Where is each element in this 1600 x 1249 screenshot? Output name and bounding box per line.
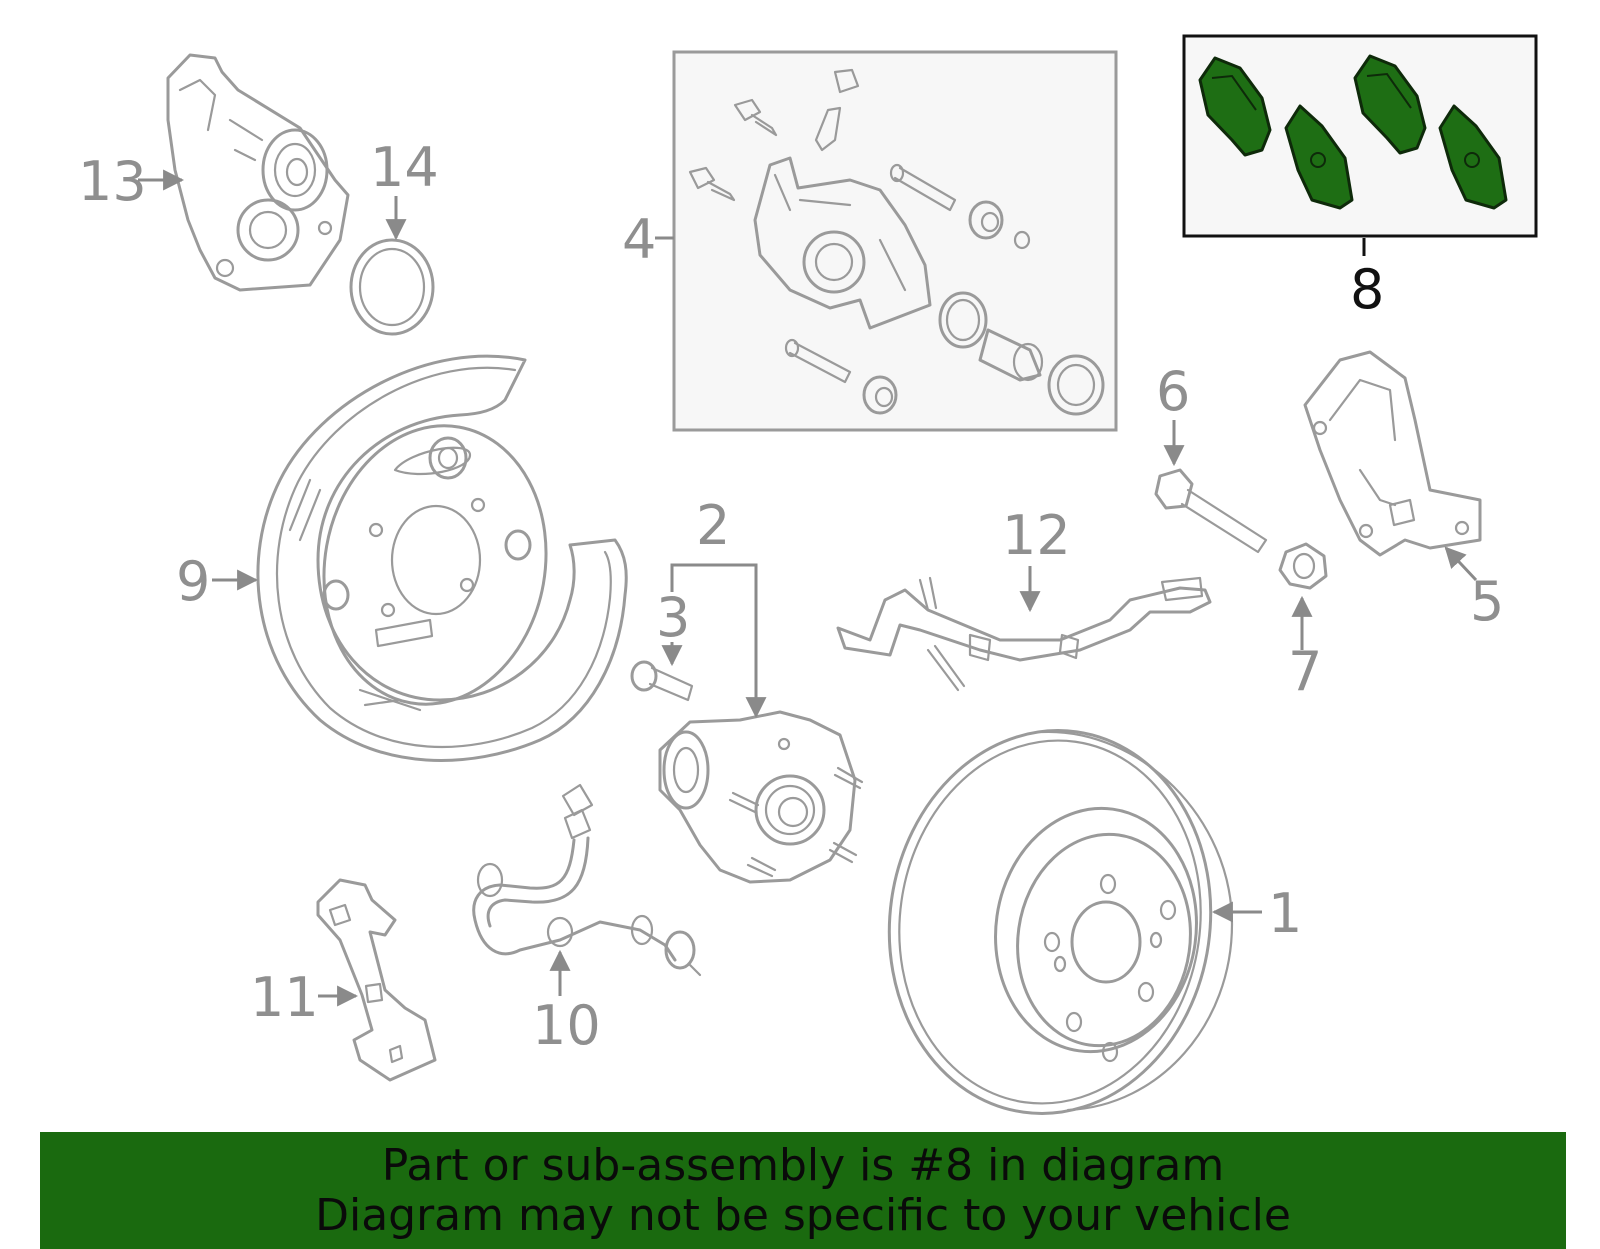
info-banner: Part or sub-assembly is #8 in diagram Di… <box>40 1132 1566 1249</box>
callout-10: 10 <box>532 994 601 1057</box>
callout-8: 8 <box>1350 258 1384 321</box>
callout-7: 7 <box>1288 640 1322 703</box>
banner-line-1: Part or sub-assembly is #8 in diagram <box>381 1139 1225 1191</box>
callout-12: 12 <box>1002 504 1071 567</box>
part-7-nut[interactable] <box>1278 542 1328 590</box>
callout-11: 11 <box>250 966 319 1029</box>
part-3-hub-bolt[interactable] <box>630 660 694 702</box>
part-13-actuator[interactable] <box>166 53 350 292</box>
callout-1: 1 <box>1268 882 1302 945</box>
part-14-seal[interactable] <box>349 238 435 336</box>
part-4-caliper[interactable] <box>688 68 1105 416</box>
callout-14: 14 <box>370 136 439 199</box>
part-10-abs-sensor[interactable] <box>472 783 702 977</box>
part-6-bolt[interactable] <box>1154 468 1268 554</box>
banner-line-2: Diagram may not be specific to your vehi… <box>315 1189 1291 1241</box>
leader-5 <box>1444 546 1478 582</box>
callout-2: 2 <box>696 494 730 557</box>
part-2-hub-bearing[interactable] <box>658 710 864 884</box>
part-9-backing-plate[interactable] <box>256 354 628 762</box>
callout-4: 4 <box>622 208 656 271</box>
part-5-bracket[interactable] <box>1303 350 1482 557</box>
callout-5: 5 <box>1470 570 1504 633</box>
part-8-brake-pads[interactable] <box>1198 54 1508 210</box>
callout-6: 6 <box>1156 360 1190 423</box>
callout-13: 13 <box>78 150 147 213</box>
part-12-brake-hose[interactable] <box>836 576 1212 692</box>
leader-2 <box>670 563 767 719</box>
callout-9: 9 <box>176 550 210 613</box>
part-1-brake-rotor[interactable] <box>865 710 1235 1135</box>
callout-3: 3 <box>656 586 690 649</box>
part-11-bracket[interactable] <box>316 878 437 1082</box>
